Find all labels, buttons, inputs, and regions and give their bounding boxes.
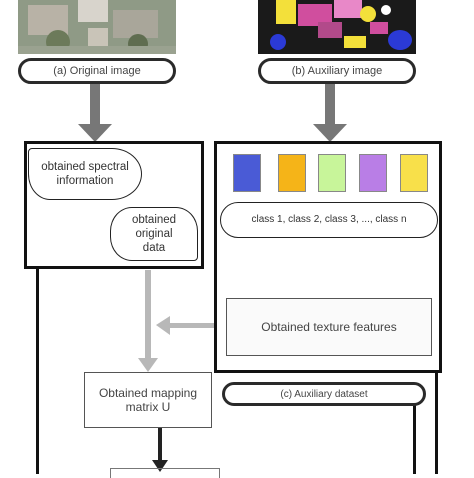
original-image-caption: (a) Original image — [18, 58, 176, 84]
class-swatch-2 — [278, 154, 306, 192]
line-right-inner — [413, 400, 416, 474]
line-left-long — [36, 196, 39, 474]
arrow-mapping-down — [152, 428, 168, 472]
arrow-left-to-mapping — [138, 270, 158, 372]
original-data-node: obtained original data — [110, 207, 198, 261]
texture-features-node: Obtained texture features — [226, 298, 432, 356]
class-swatch-1 — [233, 154, 261, 192]
class-list-node: class 1, class 2, class 3, ..., class n — [220, 202, 438, 238]
class-swatch-3 — [318, 154, 346, 192]
arrow-down-original — [78, 84, 112, 142]
original-image — [18, 0, 176, 54]
auxiliary-dataset-caption-text: (c) Auxiliary dataset — [280, 388, 368, 400]
auxiliary-image-caption-text: (b) Auxiliary image — [291, 65, 383, 77]
mapping-matrix-node: Obtained mapping matrix U — [84, 372, 212, 428]
original-data-text: obtained original data — [131, 214, 177, 254]
spectral-info-text: obtained spectral information — [41, 161, 129, 187]
class-swatch-5 — [400, 154, 428, 192]
class-swatch-4 — [359, 154, 387, 192]
auxiliary-image — [258, 0, 416, 54]
auxiliary-dataset-caption: (c) Auxiliary dataset — [222, 382, 426, 406]
spectral-info-node: obtained spectral information — [28, 148, 142, 200]
arrow-down-auxiliary — [313, 84, 347, 142]
texture-features-text: Obtained texture features — [261, 320, 397, 334]
class-list-text: class 1, class 2, class 3, ..., class n — [251, 214, 407, 225]
original-image-caption-text: (a) Original image — [53, 65, 141, 77]
arrow-texture-to-mapping — [156, 316, 226, 335]
auxiliary-image-caption: (b) Auxiliary image — [258, 58, 416, 84]
mapping-matrix-text: Obtained mapping matrix U — [98, 386, 198, 414]
bottom-box-partial — [110, 468, 220, 478]
